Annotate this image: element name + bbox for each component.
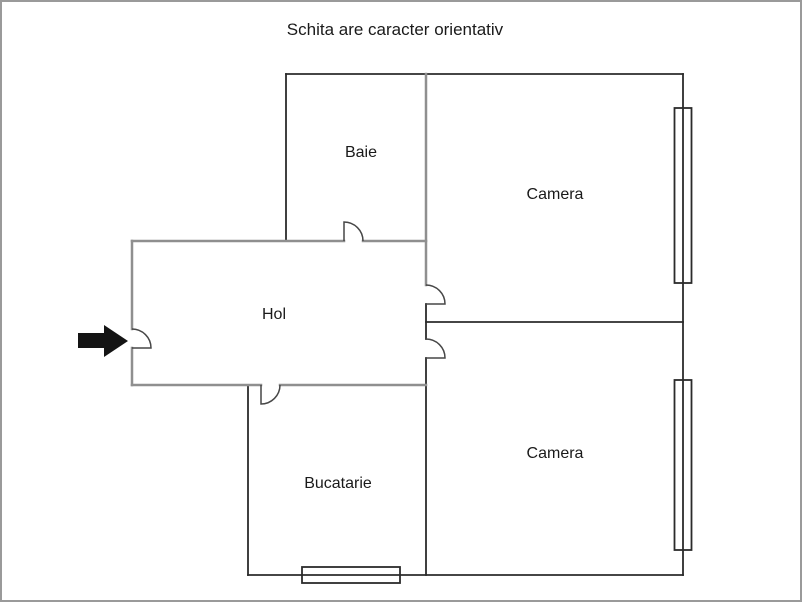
door-baie (343, 221, 364, 242)
room-label-camera-bottom: Camera (527, 445, 584, 462)
sketch-title: Schita are caracter orientativ (287, 20, 504, 39)
room-label-hol: Hol (262, 306, 286, 323)
door-bucatarie (260, 384, 281, 405)
door-camera-bottom (425, 338, 446, 359)
entrance-arrow-icon (78, 325, 128, 357)
room-label-bucatarie: Bucatarie (304, 475, 372, 492)
room-label-baie: Baie (345, 144, 377, 161)
door-camera-top (425, 284, 446, 305)
room-label-camera-top: Camera (527, 186, 584, 203)
door-entrance (131, 328, 152, 349)
